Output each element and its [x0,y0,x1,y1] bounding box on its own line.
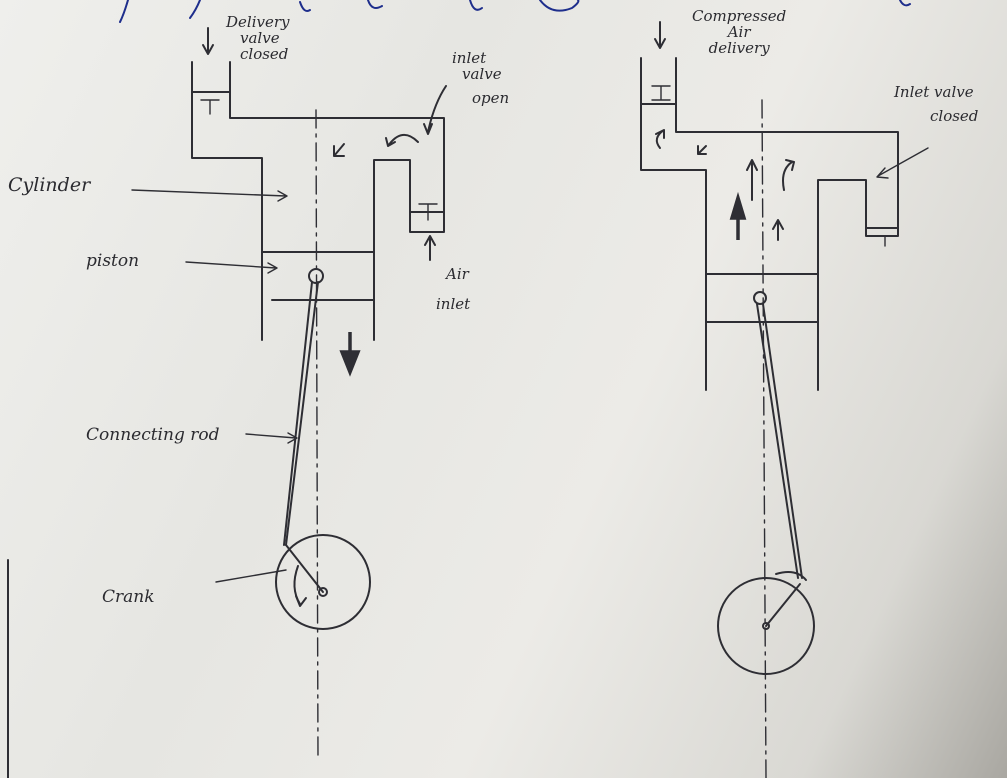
right-cylinder-outline [641,58,898,390]
air-inlet-label: Air inlet [436,266,470,312]
left-inlet-valve-label-line-3: open [452,90,509,106]
left-inlet-curl-arrow [386,135,418,146]
connecting-rod-label: Connecting rod [86,426,219,445]
compressed-air-label-line-2: Air [692,24,786,40]
right-compressor-diagram [641,22,928,778]
left-inlet-flow-arrow [334,144,344,156]
left-center-line [316,110,318,760]
left-piston [262,252,374,300]
left-inlet-valve-label-line-2: valve [452,66,509,82]
cylinder-label: Cylinder [8,176,90,195]
left-cylinder-outline [192,62,444,340]
rod-leader [246,433,297,443]
delivery-valve-label-line-1: Delivery [226,14,290,30]
left-delivery-valve [192,92,230,114]
right-inlet-leader [877,148,928,178]
crank-label: Crank [102,588,155,607]
delivery-valve-label-line-2: valve [226,30,290,46]
air-inlet-label-line-2: inlet [436,296,470,312]
right-inlet-valve-label: Inlet valve closed [894,84,978,124]
delivery-valve-label-line-3: closed [226,46,290,62]
compressed-air-label-line-3: delivery [692,40,786,56]
left-inlet-valve-label: inlet valve open [452,50,509,106]
left-connecting-rod [284,282,318,545]
left-air-in-arrow [425,236,435,260]
left-crank [276,535,370,629]
piston-down-arrow [342,332,358,372]
right-upflow-arrows [747,160,794,240]
right-inlet-valve-label-line-2: closed [894,108,978,124]
right-delivery-arrow [655,22,665,48]
left-delivery-arrow [203,28,213,54]
right-piston [706,274,818,322]
right-outflow-arrows [656,130,706,154]
delivery-valve-label: Delivery valve closed [226,14,290,62]
left-inlet-valve-label-line-1: inlet [452,50,509,66]
compressed-air-label: Compressed Air delivery [692,8,786,56]
right-inlet-valve-label-line-1: Inlet valve [894,84,978,100]
left-compressor-diagram [132,28,446,760]
right-crank [718,572,814,674]
piston-label: piston [86,252,139,271]
left-inlet-valve [410,204,444,220]
cylinder-leader [132,190,287,201]
piston-leader [186,262,277,273]
right-delivery-valve [641,86,676,104]
air-inlet-label-line-1: Air [436,266,470,282]
compressed-air-label-line-1: Compressed [692,8,786,24]
piston-up-arrow [732,198,744,240]
right-center-line [762,100,766,778]
left-inlet-label-arrow [424,86,446,134]
